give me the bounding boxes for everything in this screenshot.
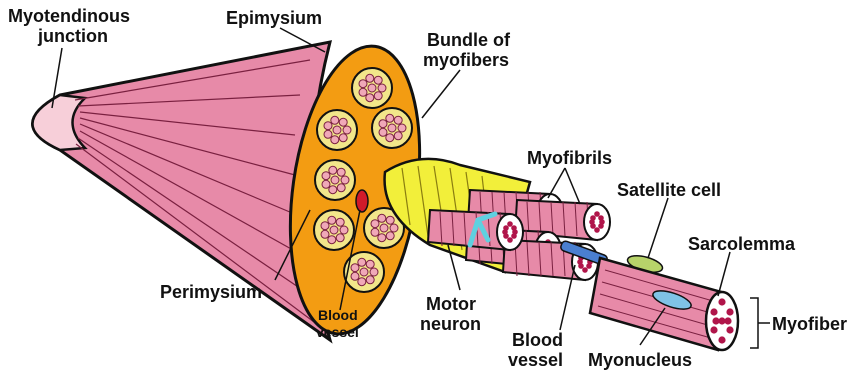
label-blood-vessel-large-line1: Blood <box>512 330 563 350</box>
myofibril-dot <box>712 317 719 324</box>
bundle-of-myofibers <box>352 68 392 108</box>
label-blood-vessel-small-line2: vessel <box>316 324 359 340</box>
label-bundle-line2: myofibers <box>423 50 509 70</box>
myofibril-dot <box>718 336 725 343</box>
myofiber-bracket <box>750 298 770 348</box>
bundle-of-myofibers <box>314 210 354 250</box>
label-motor-neuron-line1: Motor <box>426 294 476 314</box>
label-epimysium: Epimysium <box>226 8 322 28</box>
bundle-of-myofibers <box>372 108 412 148</box>
label-perimysium: Perimysium <box>160 282 262 302</box>
myofibril-dot <box>726 308 733 315</box>
label-myonucleus: Myonucleus <box>588 350 692 370</box>
label-sarcolemma: Sarcolemma <box>688 234 796 254</box>
label-myotendinous-line2: junction <box>37 26 108 46</box>
label-myofibrils: Myofibrils <box>527 148 612 168</box>
label-blood-vessel-large-line2: vessel <box>508 350 563 370</box>
leader-myofibrils-a <box>548 168 565 198</box>
bundle-of-myofibers <box>317 110 357 150</box>
label-blood-vessel-small-line1: Blood <box>318 307 358 323</box>
bundle-of-myofibers <box>315 160 355 200</box>
label-myofiber: Myofiber <box>772 314 847 334</box>
leader-satellite <box>648 198 668 258</box>
label-motor-neuron-line2: neuron <box>420 314 481 334</box>
myofibril-dot <box>710 326 717 333</box>
myofibril-dot <box>718 298 725 305</box>
leader-sarcolemma <box>718 252 730 296</box>
label-satellite-cell: Satellite cell <box>617 180 721 200</box>
leader-myofibrils-b <box>565 168 580 204</box>
myofibril-dot <box>710 308 717 315</box>
label-bundle-line1: Bundle of <box>427 30 511 50</box>
label-myotendinous-line1: Myotendinous <box>8 6 130 26</box>
single-myofiber <box>590 258 738 350</box>
myofibril-dot <box>726 326 733 333</box>
leader-bundle <box>422 70 460 118</box>
cross-section-blood-vessel <box>356 190 368 212</box>
myofibril-dot <box>724 317 731 324</box>
